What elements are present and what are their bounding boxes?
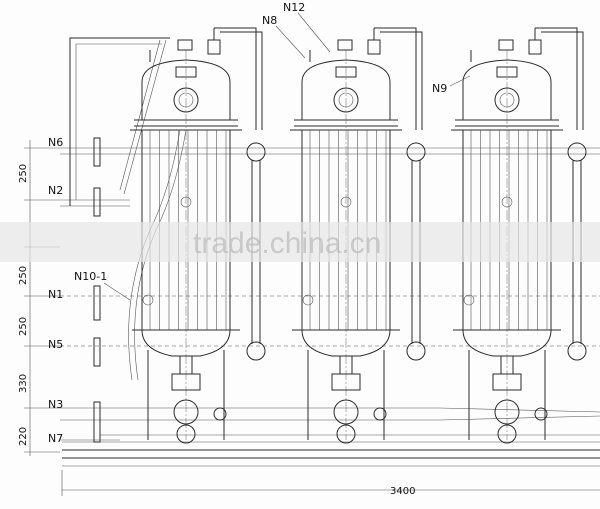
label-n3: N3: [48, 398, 63, 411]
label-n10-1: N10-1: [74, 270, 107, 283]
left-frame: [69, 37, 187, 381]
overall-dim-label: 3400: [390, 486, 415, 497]
dimension-chain: 250 250 250 330 220: [18, 140, 60, 456]
dim-label-4: 330: [18, 374, 29, 393]
label-n6: N6: [48, 136, 63, 149]
watermark: trade.china.cn: [0, 222, 600, 262]
label-n8: N8: [262, 14, 277, 27]
dim-label-5: 220: [18, 427, 29, 446]
label-n2: N2: [48, 184, 63, 197]
dim-label-1: 250: [18, 164, 29, 183]
dim-label-3: 250: [18, 317, 29, 336]
label-n9: N9: [432, 82, 447, 95]
dim-label-2: 250: [18, 266, 29, 285]
nozzle-labels: N12 N8 N9 N6 N2 N10-1 N1 N5 N3 N7: [48, 1, 471, 445]
overall-dimension: 3400: [61, 470, 600, 497]
label-n7: N7: [48, 432, 63, 445]
label-n1: N1: [48, 288, 63, 301]
label-n5: N5: [48, 338, 63, 351]
left-headers: [60, 137, 600, 443]
label-n12: N12: [283, 1, 305, 14]
base-frame: [62, 434, 600, 467]
watermark-text: trade.china.cn: [193, 227, 381, 260]
